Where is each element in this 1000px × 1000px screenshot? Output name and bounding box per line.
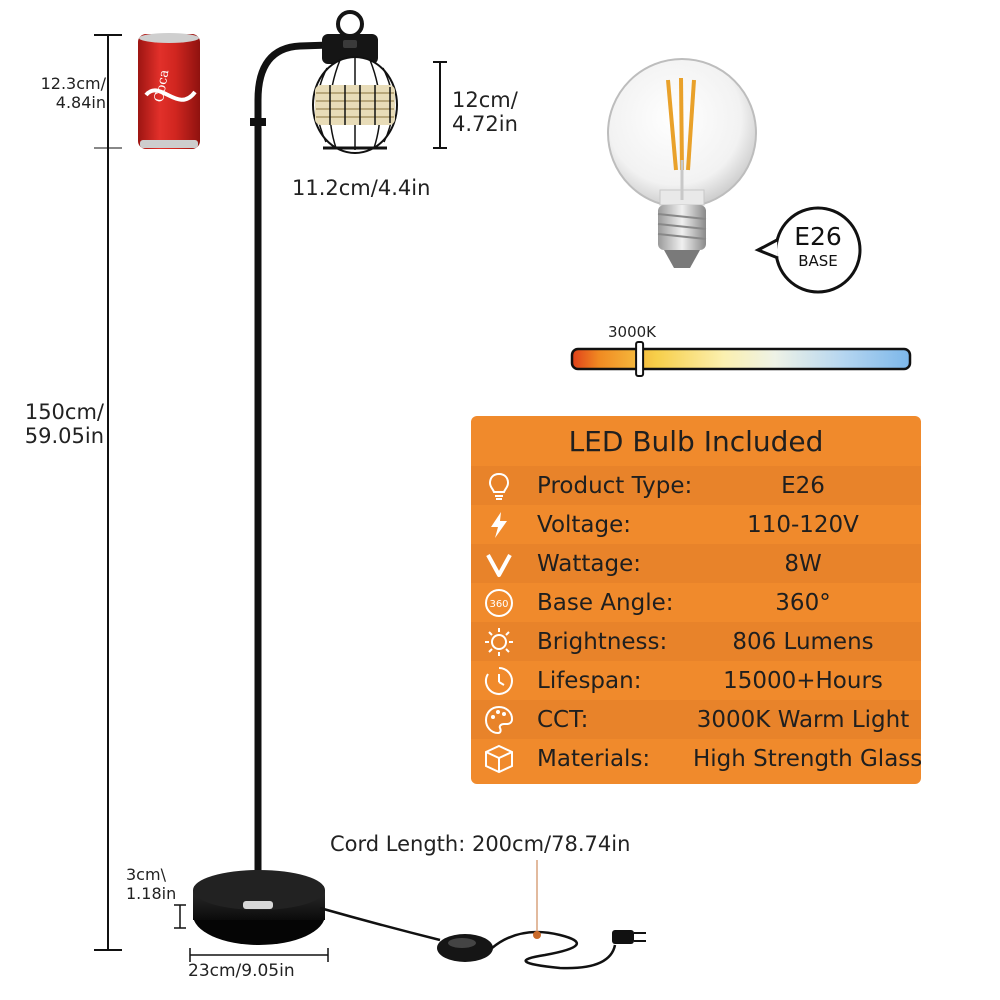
spec-row-materials: Materials: High Strength Glass (471, 739, 921, 778)
spec-row-voltage: Voltage: 110-120V (471, 505, 921, 544)
base-height-label: 3cm\ 1.18in (126, 865, 177, 903)
spec-value: 3000K Warm Light (696, 707, 910, 733)
spec-row-base-angle: 360 Base Angle: 360° (471, 583, 921, 622)
spec-row-brightness: Brightness: 806 Lumens (471, 622, 921, 661)
total-height-label: 150cm/ 59.05in (24, 400, 104, 448)
spec-row-lifespan: Lifespan: 15000+Hours (471, 661, 921, 700)
floor-lamp (174, 10, 646, 970)
spec-row-product-type: Product Type: E26 (471, 466, 921, 505)
spec-value: High Strength Glass (693, 746, 921, 772)
spec-panel-title: LED Bulb Included (568, 425, 824, 458)
spec-label: Materials: (537, 746, 651, 772)
spec-value: E26 (781, 473, 825, 499)
spec-value: 806 Lumens (732, 629, 874, 655)
spec-value: 8W (784, 551, 822, 577)
base-width-label: 23cm/9.05in (188, 961, 295, 981)
spec-label: Lifespan: (537, 668, 642, 694)
spec-value: 110-120V (747, 512, 859, 538)
svg-text:360: 360 (489, 599, 508, 610)
palette-icon (484, 705, 514, 735)
spec-label: Product Type: (537, 473, 693, 499)
color-temperature-label: 3000K (608, 323, 657, 341)
spec-label: CCT: (537, 707, 589, 733)
bulb-icon (488, 472, 510, 500)
brightness-icon (485, 628, 513, 656)
color-temperature-bar (570, 341, 912, 377)
spec-label: Base Angle: (537, 590, 674, 616)
cord-length-label: Cord Length: 200cm/78.74in (330, 832, 631, 856)
spec-label: Voltage: (537, 512, 632, 538)
spec-row-cct: CCT: 3000K Warm Light (471, 700, 921, 739)
clock-icon (485, 667, 513, 695)
can-height-label: 12.3cm/ 4.84in (40, 74, 106, 112)
e26-base-badge (754, 206, 862, 294)
shade-height-label: 12cm/ 4.72in (452, 88, 518, 136)
e26-badge-main-text: E26 (794, 222, 842, 251)
spec-label: Wattage: (537, 551, 641, 577)
height-dimension-line (94, 34, 122, 951)
soda-can-image: Coca (138, 33, 200, 149)
spec-label: Brightness: (537, 629, 668, 655)
spec-value: 360° (775, 590, 831, 616)
svg-text:Coca: Coca (152, 68, 173, 103)
color-temperature-marker (635, 341, 645, 377)
spec-panel: LED Bulb Included Product Type: E26 Volt… (471, 416, 921, 784)
spec-value: 15000+Hours (723, 668, 883, 694)
shade-width-label: 11.2cm/4.4in (292, 176, 431, 200)
led-bulb-image (607, 58, 757, 268)
spec-row-wattage: Wattage: 8W (471, 544, 921, 583)
lightning-icon (491, 512, 507, 538)
e26-badge-sub-text: BASE (798, 252, 838, 270)
wattage-icon (486, 554, 512, 577)
box-icon (485, 744, 513, 774)
360-icon: 360 (485, 589, 513, 617)
